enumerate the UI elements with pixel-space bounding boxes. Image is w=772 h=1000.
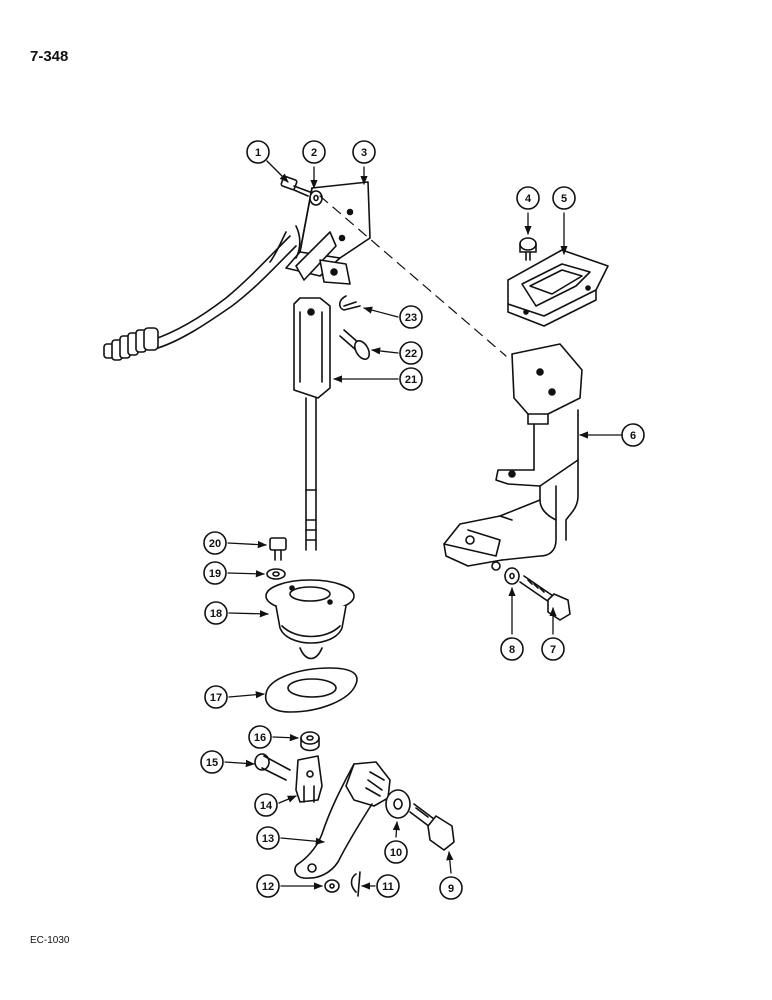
callout-circle: [204, 601, 228, 625]
callout-3: 3: [352, 140, 376, 164]
callout-circle: [399, 305, 423, 329]
callout-circle: [376, 874, 400, 898]
part-12-washer: [324, 879, 340, 893]
callout-number: 3: [361, 147, 367, 159]
part-11-cotter-pin: [350, 871, 361, 897]
part-20-bolt: [269, 537, 287, 561]
callout-circle: [203, 531, 227, 555]
callout-number: 13: [262, 833, 274, 845]
callout-number: 7: [550, 644, 556, 656]
callout-4: 4: [516, 186, 540, 210]
callout-number: 22: [405, 348, 417, 360]
callout-6: 6: [621, 423, 645, 447]
callout-10: 10: [384, 840, 408, 864]
callout-number: 5: [561, 193, 567, 205]
callout-8: 8: [500, 637, 524, 661]
part-5-gaiter: [507, 249, 609, 327]
part-13-shift-arm: [294, 761, 391, 879]
callout-circle: [352, 140, 376, 164]
callout-circle: [399, 367, 423, 391]
callout-number: 17: [210, 692, 222, 704]
part-17-gasket: [264, 667, 358, 713]
callout-16: 16: [248, 725, 272, 749]
callout-circle: [203, 561, 227, 585]
callout-number: 10: [390, 847, 402, 859]
callout-number: 2: [311, 147, 317, 159]
callout-number: 14: [260, 800, 273, 812]
callout-20: 20: [203, 531, 227, 555]
part-4-plug: [519, 237, 537, 261]
callout-13: 13: [256, 826, 280, 850]
callout-circle: [302, 140, 326, 164]
callout-number: 1: [255, 147, 261, 159]
callout-21: 21: [399, 367, 423, 391]
callout-number: 4: [525, 193, 532, 205]
callout-circle: [552, 186, 576, 210]
part-22-clevis-pin: [339, 329, 371, 360]
callout-circle: [439, 876, 463, 900]
callout-number: 20: [209, 538, 221, 550]
callout-5: 5: [552, 186, 576, 210]
part-16-nut: [300, 731, 320, 752]
part-18-boot: [265, 579, 355, 660]
callout-number: 6: [630, 430, 636, 442]
part-6-bracket: [443, 343, 583, 571]
callout-17: 17: [204, 685, 228, 709]
part-23-cotter-pin: [338, 295, 361, 311]
callout-12: 12: [256, 874, 280, 898]
callout-number: 15: [206, 757, 218, 769]
leader-lines: [224, 160, 623, 890]
callout-circle: [541, 637, 565, 661]
callout-circle: [204, 685, 228, 709]
callout-number: 23: [405, 312, 417, 324]
part-21-control-rod: [293, 297, 331, 551]
part-14-clevis: [295, 755, 323, 803]
callout-number: 11: [382, 881, 394, 893]
callout-circle: [621, 423, 645, 447]
alignment-line: [319, 195, 507, 357]
callout-7: 7: [541, 637, 565, 661]
callout-11: 11: [376, 874, 400, 898]
callout-19: 19: [203, 561, 227, 585]
callout-22: 22: [399, 341, 423, 365]
callout-number: 21: [405, 374, 417, 386]
callout-number: 16: [254, 732, 266, 744]
part-9-bolt: [409, 803, 455, 851]
part-7-bolt: [519, 575, 571, 621]
part-10-washer: [385, 789, 411, 819]
page-number: 7-348: [30, 48, 69, 65]
callout-circle: [256, 826, 280, 850]
callout-circle: [254, 793, 278, 817]
callout-9: 9: [439, 876, 463, 900]
part-8-washer: [504, 567, 520, 585]
callout-2: 2: [302, 140, 326, 164]
callout-circle: [399, 341, 423, 365]
part-19-washer: [266, 568, 286, 580]
callout-1: 1: [246, 140, 270, 164]
part-15-pin: [254, 753, 291, 781]
callout-number: 9: [448, 883, 454, 895]
figure-code: EC-1030: [30, 935, 70, 946]
callout-15: 15: [200, 750, 224, 774]
callout-circle: [248, 725, 272, 749]
callout-23: 23: [399, 305, 423, 329]
callout-circle: [256, 874, 280, 898]
callout-18: 18: [204, 601, 228, 625]
callout-circle: [500, 637, 524, 661]
callout-number: 12: [262, 881, 274, 893]
callout-number: 8: [509, 644, 515, 656]
part-2-washer: [309, 190, 323, 206]
callout-circle: [384, 840, 408, 864]
callout-circle: [516, 186, 540, 210]
gear-lever: [103, 225, 301, 361]
callout-circle: [246, 140, 270, 164]
callout-circle: [200, 750, 224, 774]
callout-number: 18: [210, 608, 222, 620]
callout-number: 19: [209, 568, 221, 580]
callout-14: 14: [254, 793, 278, 817]
